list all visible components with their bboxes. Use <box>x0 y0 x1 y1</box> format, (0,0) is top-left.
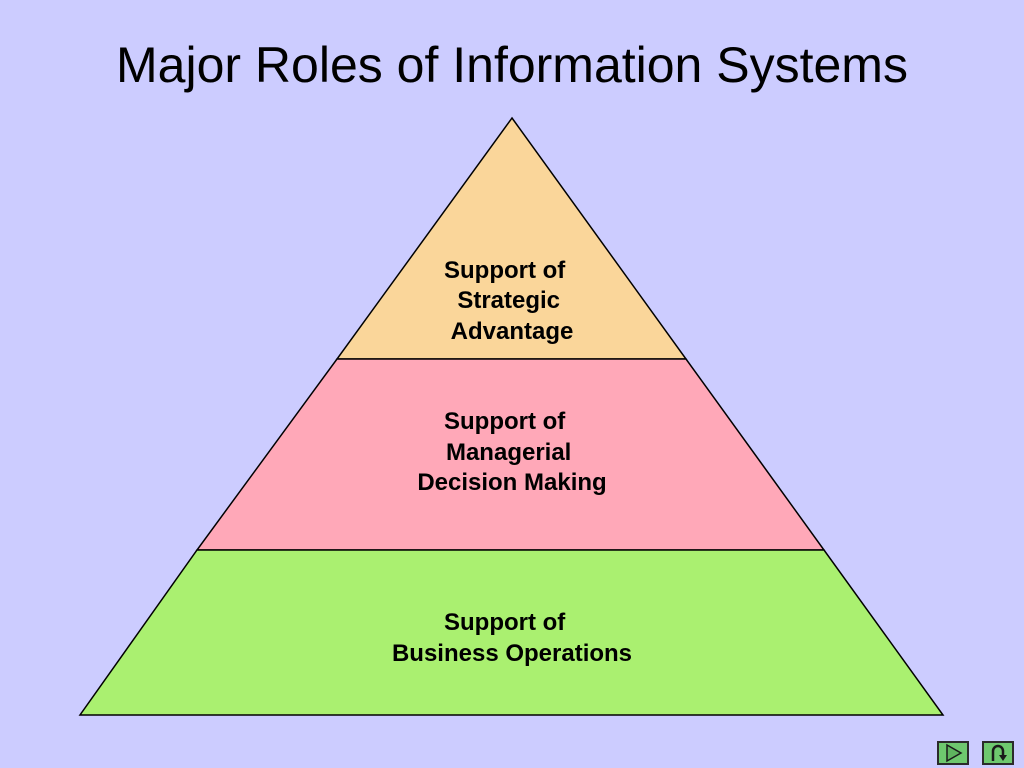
u-turn-icon <box>991 744 1007 761</box>
tier-bottom-line-1: Support of <box>444 609 566 636</box>
tier-middle-line-3: Decision Making <box>417 469 606 496</box>
tier-middle-line-2: Managerial <box>446 439 571 466</box>
page-title: Major Roles of Information Systems <box>116 37 908 93</box>
tier-top-line-1: Support of <box>444 257 566 284</box>
tier-top-line-3: Advantage <box>451 318 574 345</box>
tier-bottom-shape <box>78 549 945 716</box>
return-button[interactable] <box>982 741 1014 765</box>
tier-bottom-line-2: Business Operations <box>392 640 632 667</box>
tier-middle-line-1: Support of <box>444 408 566 435</box>
tier-middle-label: Support of Managerial Decision Making <box>417 408 606 496</box>
tier-top-label: Support of Strategic Advantage <box>444 257 573 345</box>
tier-top-line-2: Strategic <box>457 287 560 314</box>
play-icon <box>946 743 963 763</box>
next-slide-button[interactable] <box>937 741 969 765</box>
tier-bottom-label: Support of Business Operations <box>392 609 632 667</box>
